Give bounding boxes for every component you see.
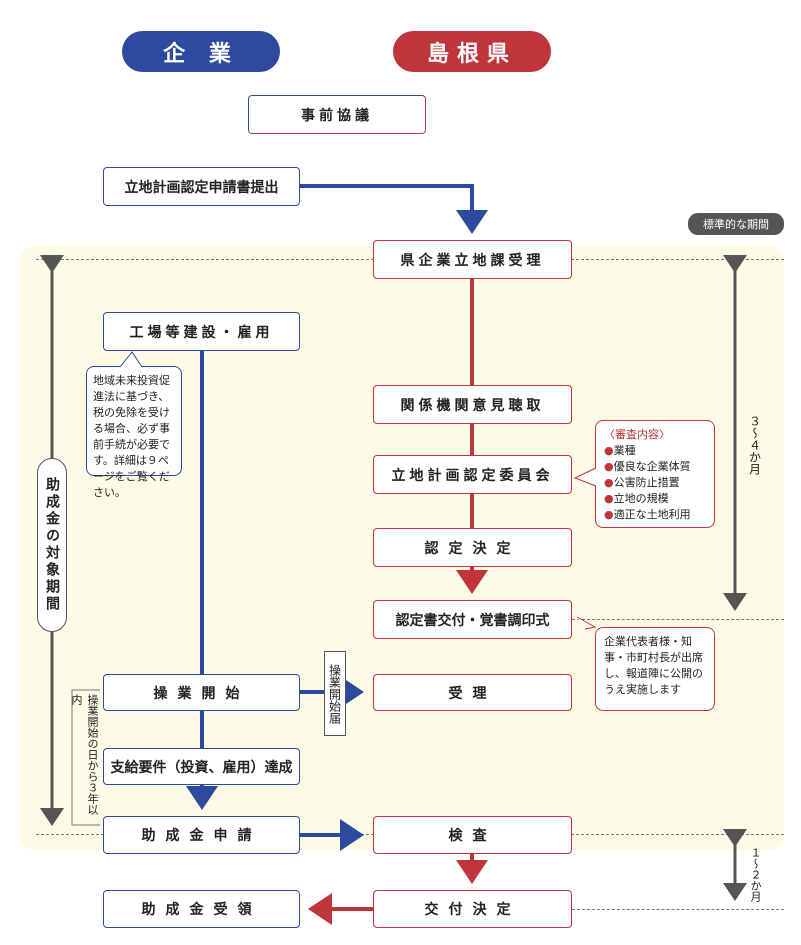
box-decision: 認定決定 [373,528,572,567]
review-item: ●業種 [604,444,636,457]
review-item-label: 優良な企業体質 [613,460,691,473]
box-construction: 工場等建設・雇用 [103,312,300,351]
box-grant-received: 助成金受領 [103,890,300,928]
box-issue-decision: 交付決定 [373,890,572,928]
box-receipt: 受理 [373,674,572,711]
box-inspection: 検査 [373,816,572,854]
box-application-submit: 立地計画認定申請書提出 [103,167,300,206]
ceremony-note-text: 企業代表者様・知事・市町村長が出席し、報道陣に公開のうえ実施します [604,635,703,696]
grant-period-label: 助成金の対象期間 [37,458,67,632]
guide-line-ceremony [572,619,784,620]
standard-period-tag: 標準的な期間 [688,213,784,235]
review-item-label: 立地の規模 [613,492,669,505]
review-item-label: 業種 [613,444,636,457]
review-item: ●優良な企業体質 [604,460,691,473]
three-years-label: 操業開始の日から３年以内 [70,694,99,822]
arrow-submit-to-reception [300,184,488,234]
ceremony-note-pointer [576,616,597,630]
box-hearing: 関係機関意見聴取 [373,385,572,424]
box-prior-consultation: 事前協議 [248,95,426,134]
box-grant-application: 助成金申請 [103,816,300,854]
review-item-label: 適正な土地利用 [613,508,691,521]
box-requirements: 支給要件（投資、雇用）達成 [103,748,300,785]
review-item: ●立地の規模 [604,492,669,505]
bracket-three-years [71,689,100,826]
review-item-label: 公害防止措置 [613,476,680,489]
box-committee: 立地計画認定委員会 [373,455,572,494]
operation-report-label: 操業開始届 [324,651,346,736]
review-item: ●公害防止措置 [604,476,680,489]
tax-note-text: 地域未来投資促進法に基づき、税の免除を受ける場合、必ず事前手続が必要です。詳細は… [93,374,170,499]
period-1-2-label: １〜２か月 [749,846,762,902]
box-reception: 県企業立地課受理 [373,240,572,279]
period-3-4-label: ３〜４か月 [747,415,762,475]
review-note-title: 〈審査内容〉 [604,428,670,441]
box-ceremony: 認定書交付・覚書調印式 [373,600,572,639]
box-operation-start: 操業開始 [103,674,300,711]
header-prefecture: 島根県 [393,31,551,72]
tax-note-pointer [119,351,143,368]
review-item: ●適正な土地利用 [604,508,691,521]
review-note: 〈審査内容〉 ●業種 ●優良な企業体質 ●公害防止措置 ●立地の規模 ●適正な土… [595,420,715,528]
review-note-pointer [573,467,597,487]
header-company: 企 業 [122,31,280,72]
tax-note: 地域未来投資促進法に基づき、税の免除を受ける場合、必ず事前手続が必要です。詳細は… [86,366,182,499]
ceremony-note: 企業代表者様・知事・市町村長が出席し、報道陣に公開のうえ実施します [595,627,715,711]
guide-line-issue-decision [572,909,784,910]
